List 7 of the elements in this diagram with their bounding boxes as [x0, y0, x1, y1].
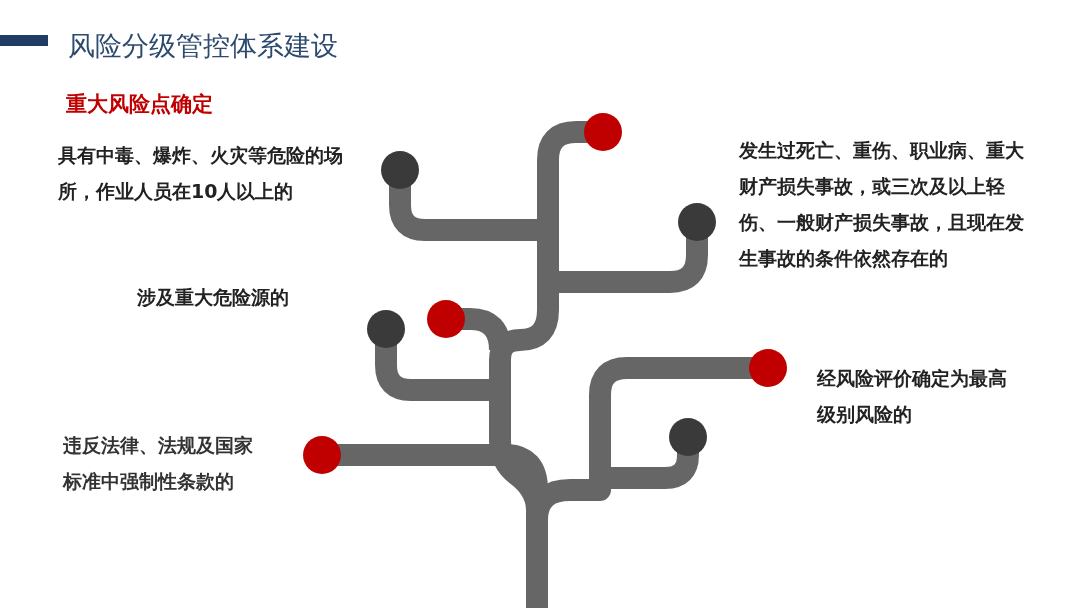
criterion-text: 经风险评价确定为最高级别风险的 [817, 366, 1008, 427]
criterion-text: 涉及重大危险源的 [137, 285, 289, 310]
criterion-text: 违反法律、法规及国家标准中强制性条款的 [63, 433, 254, 494]
title: 风险分级管控体系建设 [68, 29, 338, 63]
subheading: 重大风险点确定 [66, 91, 213, 118]
criterion-text: 具有中毒、爆炸、火灾等危险的场所，作业人员在10人以上的 [58, 143, 344, 204]
criterion-text: 发生过死亡、重伤、职业病、重大财产损失事故，或三次及以上轻伤、一般财产损失事故，且现在发生事故的条件依然存在的 [739, 138, 1025, 271]
